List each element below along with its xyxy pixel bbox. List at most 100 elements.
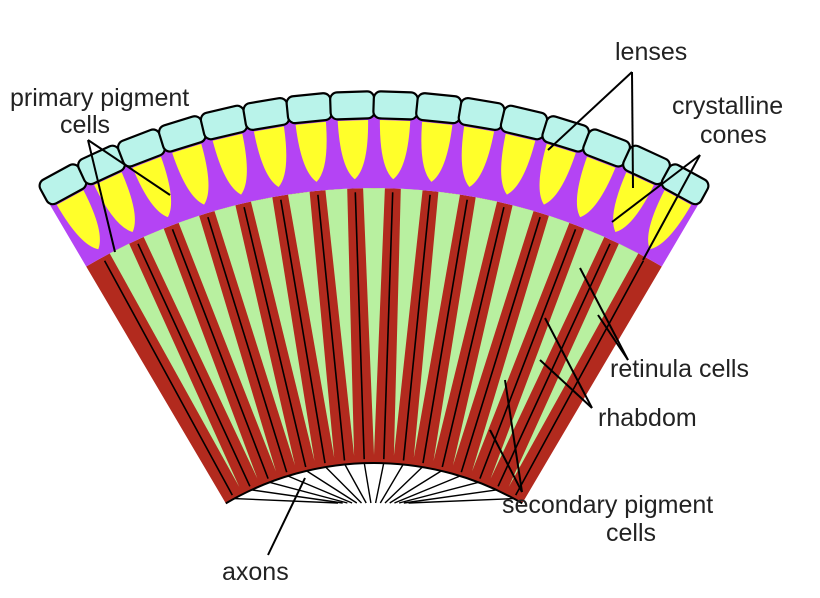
lens [415, 92, 463, 125]
rhabdom-line [243, 207, 307, 468]
leader-line [642, 154, 701, 261]
leader-line [597, 314, 629, 361]
secondary-pigment-cell [143, 228, 258, 479]
label-primary-pigment-line2: cells [60, 111, 110, 139]
crystalline-cone [576, 156, 616, 218]
rhabdom-line [460, 216, 541, 473]
lens-facet [242, 97, 291, 131]
leader-line [631, 71, 634, 189]
secondary-pigment-cell [214, 205, 296, 466]
secondary-pigment-cell [413, 191, 460, 458]
leader-line [267, 477, 306, 556]
leader-line [504, 379, 523, 493]
leader-line [611, 154, 701, 223]
label-primary-pigment-line1: primary pigment [10, 84, 189, 112]
secondary-pigment-cell [288, 191, 335, 458]
crystalline-cone [421, 121, 453, 182]
lens-facet [457, 97, 506, 131]
secondary-pigment-cell [363, 188, 385, 455]
crystalline-cone [94, 172, 135, 232]
leader-line [489, 429, 523, 493]
crystalline-cone [613, 172, 654, 232]
lens [372, 90, 419, 121]
crystalline-cone [132, 156, 172, 218]
rhabdom-line [497, 243, 611, 487]
lens-facet [285, 92, 333, 125]
label-retinula-cells: retinula cells [610, 355, 749, 383]
leader-line [87, 139, 171, 196]
leader-lines [87, 71, 701, 556]
rhabdom-line [171, 229, 269, 479]
secondary-pigment-cell [109, 243, 240, 487]
lens-facet [415, 92, 463, 125]
lens-row [38, 90, 710, 206]
axon [363, 463, 372, 504]
leader-line [547, 71, 633, 151]
axon [403, 489, 497, 504]
rhabdom-line [514, 260, 645, 496]
rhabdom-line [137, 243, 251, 487]
axon [287, 475, 353, 504]
label-secondary-pigment-line1: secondary pigment [502, 491, 713, 519]
secondary-pigment-cell [325, 188, 355, 456]
lens [242, 97, 291, 131]
rhabdom-line [422, 199, 468, 464]
leader-line [544, 317, 593, 409]
lens [285, 92, 333, 125]
lens [329, 90, 376, 121]
crystalline-cone [337, 120, 369, 180]
crystalline-cone [461, 126, 495, 187]
axon [325, 466, 362, 504]
axon [234, 497, 339, 504]
fan-layers [48, 114, 700, 504]
axon [408, 497, 514, 504]
secondary-pigment-cell [472, 215, 570, 472]
rhabdom-line [441, 207, 505, 468]
rhabdom-line [402, 194, 431, 461]
crystalline-cone [379, 120, 411, 180]
label-rhabdom: rhabdom [598, 404, 697, 432]
axon [394, 475, 461, 504]
rhabdom-line [280, 199, 326, 464]
crystalline-cone [56, 190, 100, 250]
rhabdom-line [383, 192, 394, 460]
secondary-pigment-cell [490, 228, 605, 479]
label-axons: axons [222, 558, 289, 586]
label-crystalline-line2: cones [700, 121, 767, 149]
crystalline-cone [295, 121, 327, 182]
axon [389, 470, 442, 504]
secondary-pigment-cell [452, 205, 534, 466]
lens-facet [372, 90, 419, 121]
axon [344, 464, 367, 504]
axon [398, 481, 479, 504]
rhabdom-line [317, 194, 346, 461]
basement-arc [225, 461, 523, 505]
axon [384, 466, 423, 504]
secondary-pigment-cell [433, 197, 498, 461]
axon [374, 463, 385, 504]
primary-pigment-ring [48, 114, 700, 267]
crystalline-cone [212, 133, 247, 195]
leader-line [87, 139, 116, 253]
rhabdom-line [354, 192, 365, 460]
leader-line [539, 359, 593, 409]
label-lenses: lenses [615, 38, 687, 66]
label-crystalline-line1: crystalline [672, 92, 783, 120]
crystalline-cone [172, 143, 209, 205]
axon-bundle [225, 461, 523, 505]
axon [379, 464, 404, 504]
lens-facet [329, 90, 376, 121]
label-secondary-pigment-line2: cells [606, 519, 656, 547]
secondary-pigment-cell [393, 188, 423, 456]
axon [269, 481, 348, 504]
secondary-pigment-cell [178, 215, 276, 472]
labels: primary pigment cells lenses crystalline… [10, 38, 783, 586]
secondary-pigment-cell [250, 197, 315, 461]
axon [306, 470, 358, 504]
secondary-pigment-cell [508, 243, 639, 487]
rhabdom-line [103, 260, 234, 496]
crystalline-cone [539, 143, 576, 205]
rhabdom-line [479, 229, 577, 479]
